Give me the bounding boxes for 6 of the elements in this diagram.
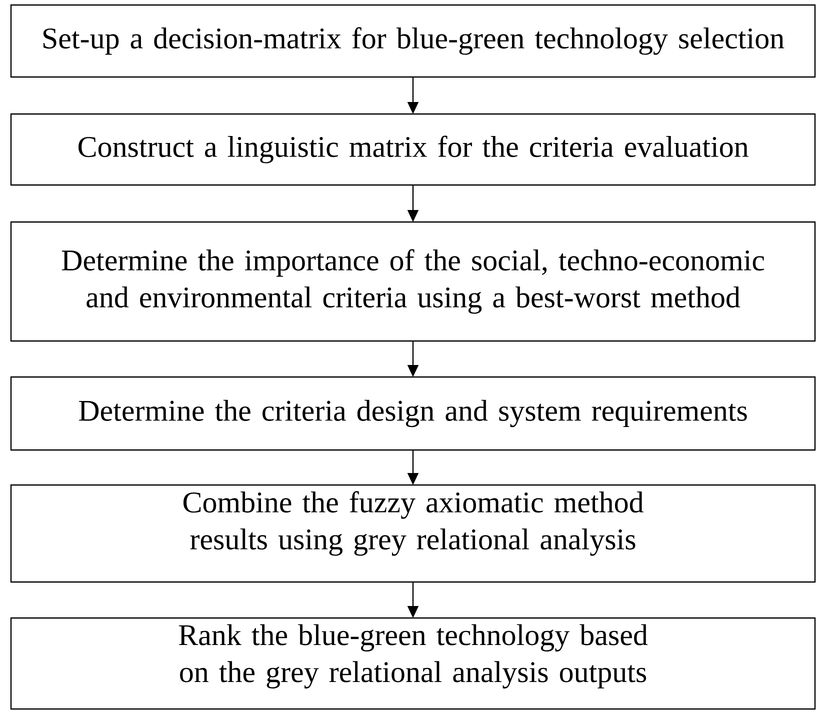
process-box: Combine the fuzzy axiomatic method results using grey relational analysis <box>10 484 816 583</box>
process-box: Construct a linguistic matrix for the criteria evaluation <box>10 113 816 186</box>
process-box: Determine the importance of the social, techno-economic and environmental criteria using a best-worst method <box>10 221 816 342</box>
process-box: Rank the blue-green technology based on the grey relational analysis outputs <box>10 617 816 710</box>
process-box: Determine the criteria design and system requirements <box>10 376 816 451</box>
process-box: Set-up a decision-matrix for blue-green technology selection <box>10 4 816 78</box>
